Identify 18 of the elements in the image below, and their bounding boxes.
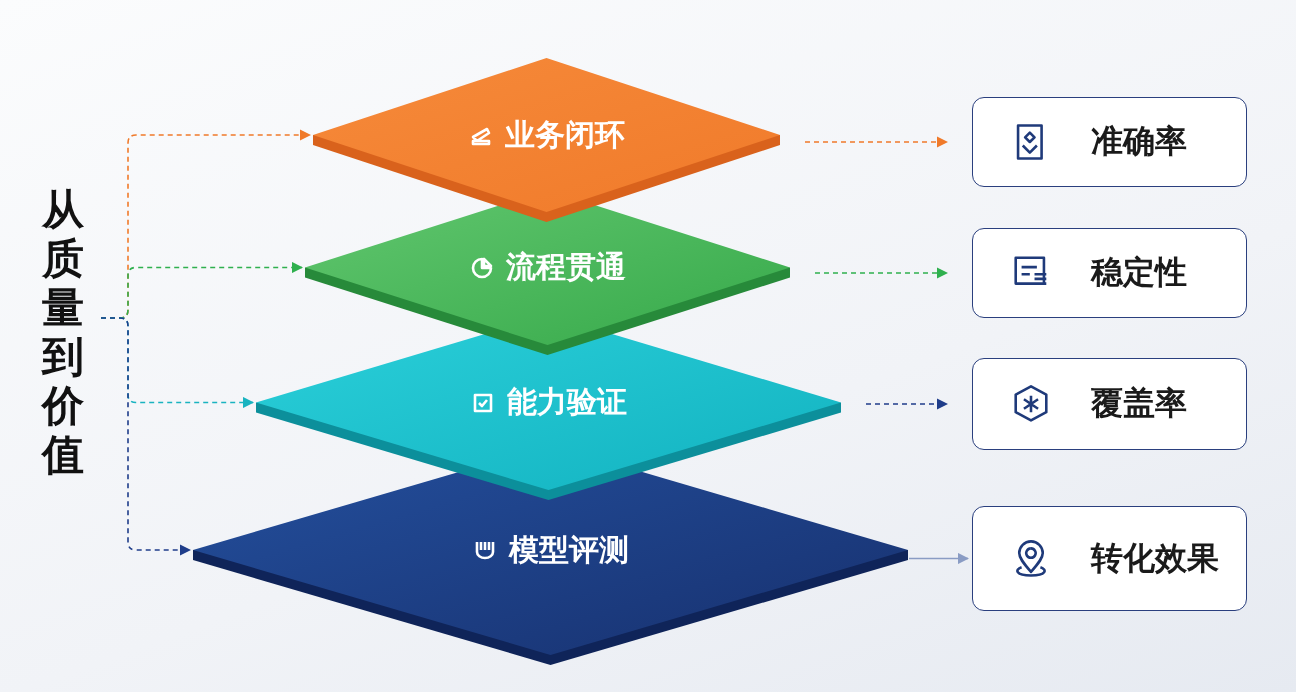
arrow xyxy=(100,317,192,556)
metric-label: 稳定性 xyxy=(1091,252,1187,293)
layer-title: 流程贯通 xyxy=(505,248,626,286)
layer-title: 模型评测 xyxy=(508,530,629,569)
arrow xyxy=(865,398,949,410)
metric-label: 准确率 xyxy=(1091,121,1187,162)
metric-card xyxy=(972,358,1247,450)
arrow xyxy=(814,267,949,279)
metric-label: 转化效果 xyxy=(1091,537,1219,579)
layer-title: 能力验证 xyxy=(506,383,627,421)
arrow xyxy=(804,136,949,148)
metric-card xyxy=(972,97,1247,187)
arrow xyxy=(908,552,970,565)
metric-label: 覆盖率 xyxy=(1091,383,1187,424)
vertical-heading: 从质量到价值 xyxy=(40,185,85,479)
layer-title: 业务闭环 xyxy=(504,115,625,154)
metric-card xyxy=(972,506,1247,611)
metric-card xyxy=(972,228,1247,318)
